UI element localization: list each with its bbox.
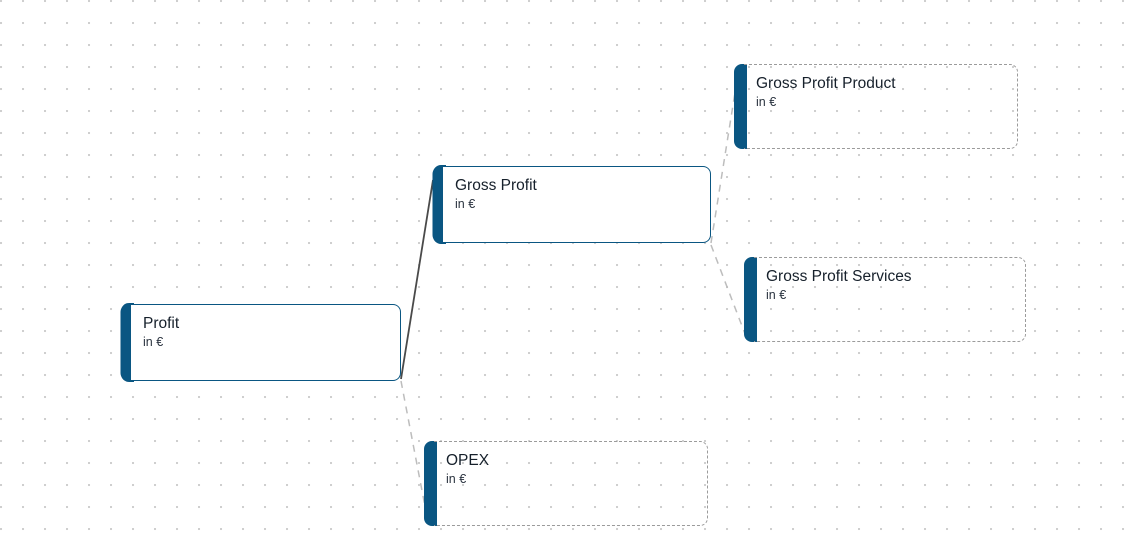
node-accent-bar xyxy=(433,166,446,243)
node-title: Gross Profit Product xyxy=(756,75,896,92)
node-title: Profit xyxy=(143,315,180,332)
edge-gross-profit-to-gross-profit-services xyxy=(710,244,748,340)
node-gross-profit[interactable]: Gross Profit in € xyxy=(433,166,711,243)
edge-profit-to-gross-profit xyxy=(400,179,434,380)
node-title: OPEX xyxy=(446,452,490,469)
node-title: Gross Profit xyxy=(455,177,537,194)
node-subtitle: in € xyxy=(766,288,787,302)
node-accent-bar xyxy=(734,64,747,149)
node-gross-profit-product[interactable]: Gross Profit Product in € xyxy=(734,64,1018,149)
node-body: Gross Profit Services in € xyxy=(754,257,1026,342)
node-body: OPEX in € xyxy=(434,441,708,526)
node-subtitle: in € xyxy=(143,335,164,349)
node-body: Gross Profit Product in € xyxy=(744,64,1018,149)
node-subtitle: in € xyxy=(446,472,467,486)
node-accent-bar xyxy=(744,257,757,342)
node-subtitle: in € xyxy=(756,95,777,109)
node-opex[interactable]: OPEX in € xyxy=(424,441,708,526)
node-body: Gross Profit in € xyxy=(443,166,711,243)
node-body: Profit in € xyxy=(131,304,401,381)
node-accent-bar xyxy=(424,441,437,526)
node-gross-profit-services[interactable]: Gross Profit Services in € xyxy=(744,257,1026,342)
node-profit[interactable]: Profit in € xyxy=(121,304,401,381)
node-subtitle: in € xyxy=(455,197,476,211)
node-accent-bar xyxy=(121,304,134,381)
node-title: Gross Profit Services xyxy=(766,268,912,285)
